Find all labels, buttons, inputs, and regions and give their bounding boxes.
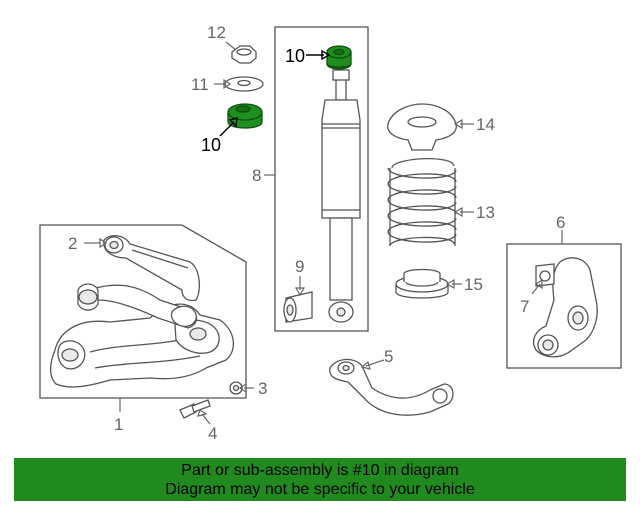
callout-12: 12 xyxy=(207,23,226,42)
notice-line-disclaimer: Diagram may not be specific to your vehi… xyxy=(165,481,475,498)
callout-14: 14 xyxy=(476,115,495,134)
control-arm-assembly-group xyxy=(39,224,247,399)
coil-spring xyxy=(387,157,457,247)
callout-8: 8 xyxy=(252,166,261,185)
shock-absorber-group xyxy=(274,26,369,332)
callout-7: 7 xyxy=(520,297,529,316)
callout-5: 5 xyxy=(384,347,393,366)
callout-2: 2 xyxy=(68,234,77,253)
spring-seat-upper xyxy=(387,103,457,151)
callout-4: 4 xyxy=(208,424,217,443)
washer-and-nut xyxy=(224,45,264,92)
callout-6: 6 xyxy=(556,213,565,232)
spring-seat-lower xyxy=(395,268,449,299)
callout-13: 13 xyxy=(476,203,495,222)
part-10-mount-upper xyxy=(326,45,352,70)
callout-9: 9 xyxy=(295,257,304,276)
callout-1: 1 xyxy=(114,415,123,434)
callout-3: 3 xyxy=(258,379,267,398)
notice-banner: Part or sub-assembly is #10 in diagram D… xyxy=(14,458,626,501)
callout-15: 15 xyxy=(464,275,483,294)
knuckle-group xyxy=(506,243,622,369)
callout-10-upper: 10 xyxy=(285,46,305,66)
bolt-and-nut xyxy=(179,381,243,419)
lower-arm xyxy=(329,358,454,416)
callout-10-lower: 10 xyxy=(201,135,221,155)
leader-lines xyxy=(84,41,563,425)
part-10-mount-left xyxy=(227,103,263,129)
notice-line-part: Part or sub-assembly is #10 in diagram xyxy=(181,462,459,479)
parts-diagram: 1 2 3 4 5 6 7 8 9 10 10 11 12 13 14 15 xyxy=(39,23,622,443)
callout-11: 11 xyxy=(191,75,209,94)
